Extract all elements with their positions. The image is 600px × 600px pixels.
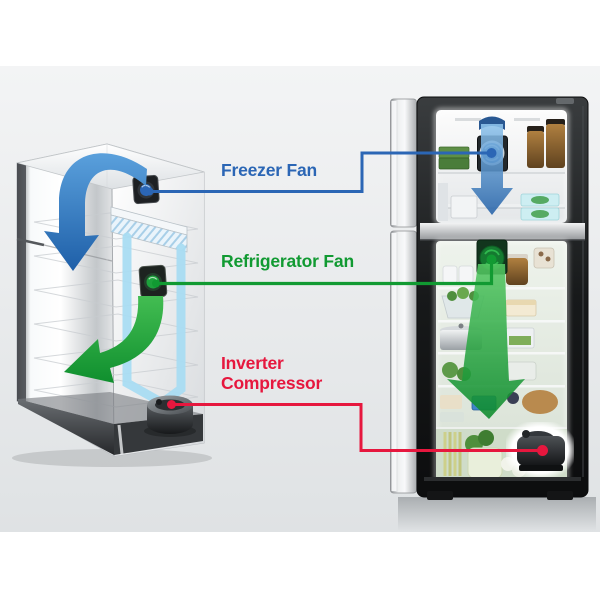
ice-pack-label xyxy=(531,196,549,204)
pot-knob xyxy=(458,323,464,329)
freezer-down-arrow xyxy=(471,124,513,215)
refrigerator-compartment xyxy=(434,239,574,484)
back-vent xyxy=(455,118,481,121)
fridge-foot xyxy=(427,491,453,500)
food-container xyxy=(505,361,537,381)
small-jar xyxy=(533,247,555,269)
jar xyxy=(506,258,528,285)
inverter-compressor-label: Inverter Compressor xyxy=(221,353,323,393)
fridge-front-edge xyxy=(17,163,26,402)
salad-greens xyxy=(457,287,469,299)
ice-pack-label xyxy=(531,210,549,218)
jar xyxy=(527,131,544,168)
bread-loaf xyxy=(522,390,558,414)
refrigerator-down-arrow xyxy=(447,264,525,419)
bottle xyxy=(438,183,448,221)
cake-top xyxy=(506,300,536,305)
compressor-cap xyxy=(522,430,530,438)
door-edge-highlight xyxy=(391,233,397,491)
hinge xyxy=(556,98,574,104)
compressor-port xyxy=(156,399,162,405)
frozen-box xyxy=(438,157,470,170)
fan-blade-highlight xyxy=(148,276,158,281)
refrigerator-fan-label: Refrigerator Fan xyxy=(221,251,354,271)
fridge-foot xyxy=(547,491,573,500)
mug xyxy=(458,265,474,284)
open-refrigerator xyxy=(390,96,596,531)
salad-greens xyxy=(447,291,457,301)
refrigerator-fan-connector xyxy=(156,261,494,286)
compartment-divider xyxy=(420,223,585,240)
shelf-line xyxy=(33,313,199,342)
jar xyxy=(546,124,565,168)
floor-reflection xyxy=(398,497,596,531)
callout-connectors xyxy=(150,151,542,452)
freezer-compartment xyxy=(434,108,569,225)
freezer-shelf xyxy=(438,204,565,208)
jar-decoration xyxy=(538,251,544,257)
compressor-base xyxy=(519,465,563,471)
refrigerator-fan-endpoint-dot xyxy=(486,254,497,265)
duct-left xyxy=(122,232,164,406)
freezer-fan-endpoint-dot xyxy=(486,148,497,158)
mug xyxy=(442,265,458,284)
jar-decoration xyxy=(545,256,551,262)
fridge-base xyxy=(420,477,585,494)
freezer-fan-endpoint-dot xyxy=(145,187,154,196)
fridge-base-lip xyxy=(424,477,581,481)
inverter-compressor-connector xyxy=(172,403,542,452)
drawer-rim xyxy=(436,427,567,430)
refrigerator-airflow-arrow xyxy=(64,296,164,383)
shelf-line xyxy=(33,245,199,274)
vegetable xyxy=(442,362,458,378)
evaporator-coil xyxy=(110,214,188,253)
inverter-compressor-endpoint-dot xyxy=(537,445,548,456)
schematic-fridge xyxy=(12,143,212,467)
cheese-pack xyxy=(440,395,462,409)
door-split-line xyxy=(16,237,45,247)
plinth-highlight xyxy=(117,424,124,455)
food-pack xyxy=(440,412,464,422)
door-edge-highlight xyxy=(391,101,397,225)
container-contents xyxy=(509,336,531,345)
freezer-container xyxy=(450,195,478,219)
refrigerator-fan-endpoint-dot xyxy=(152,279,160,288)
leafy-green xyxy=(478,430,494,446)
plinth-front xyxy=(18,399,114,455)
freezer-airflow-arrow xyxy=(44,153,147,271)
shelf-line xyxy=(33,211,199,240)
back-vent xyxy=(514,118,540,121)
shelf-line xyxy=(33,279,199,308)
freezer-fan-connector xyxy=(150,151,488,193)
napa-cabbage xyxy=(467,447,503,479)
schematic-fridge-shadow xyxy=(12,449,212,467)
inverter-compressor-endpoint-dot xyxy=(167,400,176,409)
evaporator xyxy=(110,206,188,253)
freezer-fan-label: Freezer Fan xyxy=(221,160,318,180)
